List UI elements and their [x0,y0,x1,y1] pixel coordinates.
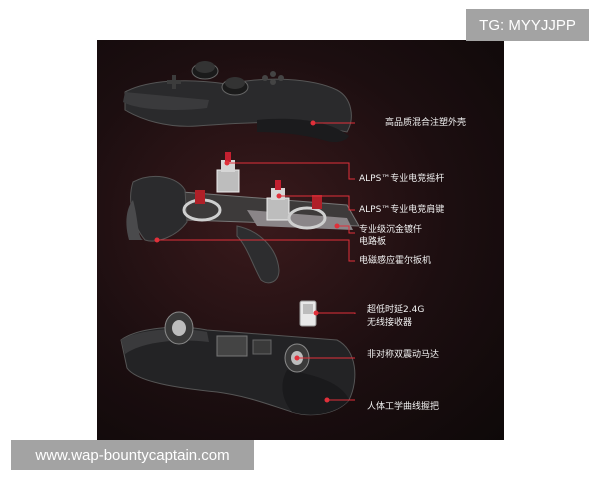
label-pcb-line2: 电路板 [359,237,387,247]
bottom-shell [120,311,356,416]
middle-assembly [126,152,360,284]
label-receiver-line1: 超低时延2.4G [367,305,425,315]
label-shoulder: ALPS™专业电竞肩键 [359,205,445,215]
top-shell [123,61,352,143]
label-joystick: ALPS™专业电竞摇杆 [359,174,445,184]
label-motor: 非对称双震动马达 [367,350,440,360]
label-grip: 人体工学曲线握把 [367,402,440,412]
exploded-view-panel: 高品质混合注塑外壳 ALPS™专业电竞摇杆 ALPS™专业电竞肩键 专业级沉金镀… [97,40,504,440]
label-trigger: 电磁感应霍尔扳机 [359,256,432,266]
label-pcb-line1: 专业级沉金镀仟 [359,225,423,235]
leader-lines [154,120,356,403]
site-watermark: www.wap-bountycaptain.com [11,440,254,470]
exploded-controller-illustration [120,61,360,416]
label-receiver-line2: 无线接收器 [367,318,413,328]
label-shell: 高品质混合注塑外壳 [385,118,467,128]
telegram-watermark: TG: MYYJJPP [466,9,589,41]
